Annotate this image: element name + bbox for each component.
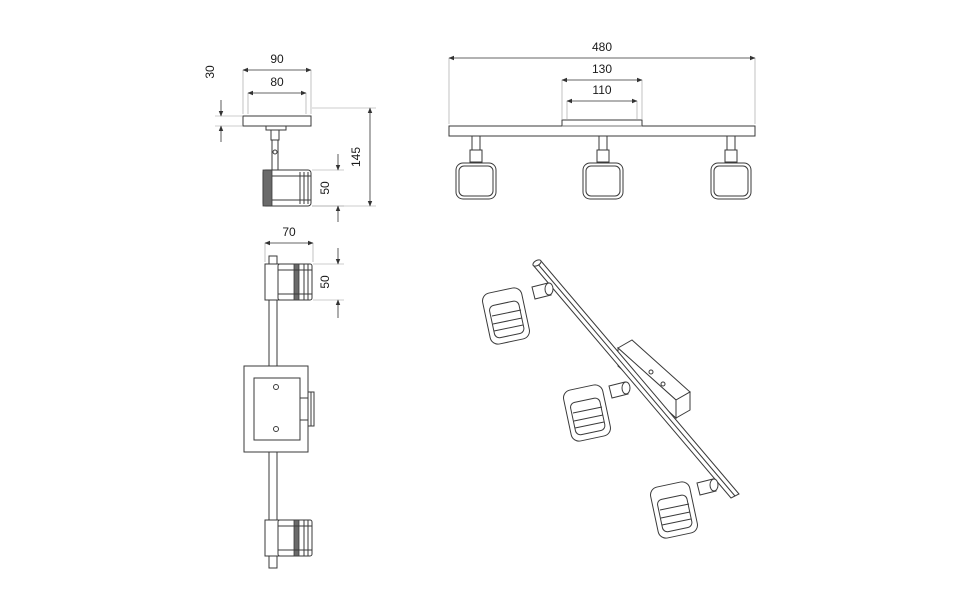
- dim-side-width-inner: 80: [270, 75, 284, 89]
- front-head-3: [710, 162, 752, 200]
- dim-top-head-height: 50: [318, 275, 332, 289]
- side-stem-screw: [272, 149, 278, 155]
- dim-side-plate-height: 30: [203, 65, 217, 79]
- top-base-inner: [253, 377, 301, 441]
- front-bar: [448, 125, 756, 137]
- front-head-2: [582, 162, 624, 200]
- side-ceiling-plate: [242, 115, 312, 127]
- top-view-dimensions: 70 50: [264, 225, 344, 318]
- side-stem: [271, 139, 279, 171]
- dim-front-total-width: 480: [592, 40, 612, 54]
- dim-side-total-height: 145: [349, 147, 363, 167]
- isometric-view: [482, 259, 740, 539]
- side-head-front: [262, 169, 273, 207]
- front-view-dimensions: 480 130 110: [448, 40, 756, 124]
- side-view-dimensions: 90 80 30 145 50: [203, 52, 376, 222]
- side-plate-clip: [265, 125, 287, 131]
- front-view: [448, 119, 756, 200]
- iso-head-1: [482, 282, 554, 345]
- iso-head-2: [563, 381, 631, 442]
- top-view: [243, 255, 315, 569]
- dim-side-head-height: 50: [318, 181, 332, 195]
- dim-front-base-width: 130: [592, 62, 612, 76]
- iso-base-plate: [617, 339, 691, 420]
- iso-head-3: [650, 478, 719, 539]
- dim-side-width-outer: 90: [270, 52, 284, 66]
- front-head-1: [455, 162, 497, 200]
- dim-front-base-inner: 110: [592, 83, 611, 97]
- front-base-plate: [561, 119, 643, 127]
- iso-bar: [532, 259, 740, 499]
- dim-top-head-width: 70: [282, 225, 296, 239]
- side-stem-joint: [270, 129, 280, 141]
- side-view: [242, 115, 312, 207]
